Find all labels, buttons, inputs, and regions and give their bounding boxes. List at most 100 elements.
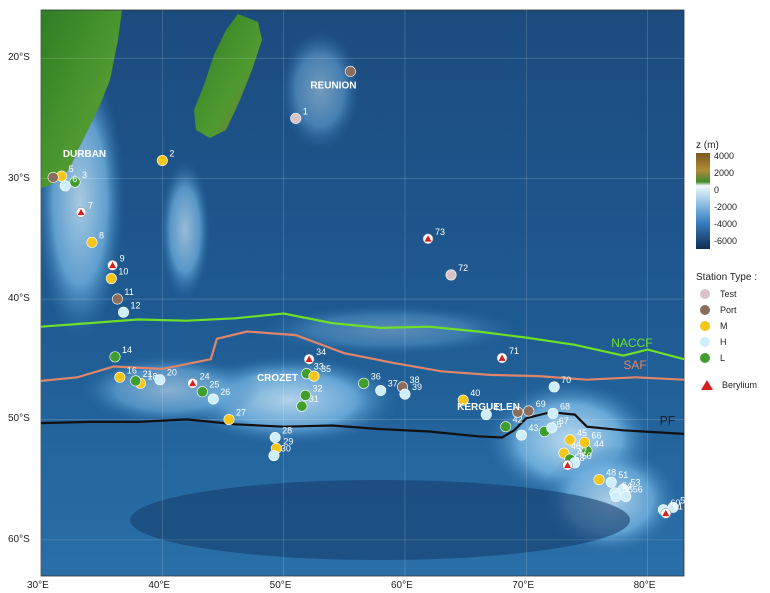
naccf-label: NACCF <box>611 336 652 350</box>
station-69[interactable]: 69 <box>523 399 546 417</box>
station-68[interactable]: 68 <box>547 401 570 419</box>
station-35[interactable]: 35 <box>308 364 331 382</box>
station-marker <box>308 370 320 382</box>
depth-tick-label: 4000 <box>714 151 735 161</box>
longitude-tick: 40°E <box>148 580 171 591</box>
station-2[interactable]: 2 <box>156 149 174 167</box>
station-32[interactable]: 32 <box>299 383 322 401</box>
station-61[interactable]: 61 <box>660 501 683 519</box>
station-6[interactable]: 6 <box>59 174 77 192</box>
station-12[interactable]: 12 <box>117 300 141 318</box>
station-9[interactable]: 9 <box>107 253 125 271</box>
station-45[interactable]: 45 <box>564 428 587 446</box>
station-marker <box>299 389 311 401</box>
station-reunion[interactable] <box>344 65 356 77</box>
station-label: 24 <box>200 371 210 381</box>
station-8[interactable]: 8 <box>86 230 104 248</box>
station-marker <box>86 236 98 248</box>
station-41[interactable]: 41 <box>480 403 503 421</box>
station-73[interactable]: 73 <box>422 227 445 245</box>
station-36[interactable]: 36 <box>358 371 381 389</box>
station-39[interactable]: 39 <box>399 382 422 400</box>
station-34[interactable]: 34 <box>303 347 326 365</box>
station-marker <box>500 421 512 433</box>
station-16[interactable]: 16 <box>114 365 137 383</box>
station-70[interactable]: 70 <box>548 375 571 393</box>
beryllium-marker <box>424 235 432 242</box>
station-40[interactable]: 40 <box>457 388 480 406</box>
station-26[interactable]: 26 <box>207 387 230 405</box>
station-27[interactable]: 27 <box>223 407 246 425</box>
station-28[interactable]: 28 <box>269 426 292 444</box>
station-label: 35 <box>321 364 331 374</box>
station-48[interactable]: 48 <box>593 468 616 486</box>
station-71[interactable]: 71 <box>496 346 519 364</box>
station-37[interactable]: 37 <box>375 379 398 397</box>
station-11[interactable]: 11 <box>111 287 134 305</box>
station-marker <box>548 381 560 393</box>
beryllium-marker <box>498 354 506 361</box>
station-label: 20 <box>167 368 177 378</box>
station-label: 14 <box>122 345 132 355</box>
station-label: 46 <box>571 441 581 451</box>
madagascar-plateau <box>160 160 210 300</box>
station-marker <box>399 388 411 400</box>
station-20[interactable]: 20 <box>154 368 177 386</box>
station-label: 68 <box>560 401 570 411</box>
station-25[interactable]: 25 <box>196 380 219 398</box>
station-type-label: Port <box>720 305 737 315</box>
station-66[interactable]: 66 <box>579 430 602 448</box>
station-label: 69 <box>536 399 546 409</box>
station-42[interactable]: 42 <box>500 415 523 433</box>
station-marker <box>269 432 281 444</box>
station-7[interactable]: 7 <box>75 200 93 218</box>
station-label: 42 <box>513 415 523 425</box>
station-14[interactable]: 14 <box>109 345 132 363</box>
beryllium-marker <box>77 208 85 216</box>
beryllium-label: Berylium <box>722 380 758 390</box>
station-67[interactable]: 67 <box>546 416 569 434</box>
beryllium-marker <box>564 461 572 469</box>
station-marker <box>117 306 129 318</box>
station-type-label: M <box>720 321 728 331</box>
station-marker <box>290 112 302 124</box>
station-24[interactable]: 24 <box>187 371 210 389</box>
station-56[interactable]: 56 <box>620 485 643 503</box>
station-label: 32 <box>312 383 322 393</box>
station-58[interactable]: 58 <box>562 453 585 471</box>
station-marker <box>105 273 117 285</box>
station-43[interactable]: 43 <box>515 423 538 441</box>
station-marker <box>515 429 527 441</box>
station-marker <box>523 405 535 417</box>
station-30[interactable]: 30 <box>268 444 291 462</box>
station-44[interactable]: 44 <box>581 439 604 457</box>
station-legend-item: M <box>700 321 757 331</box>
station-label: 27 <box>236 407 246 417</box>
station-label: 66 <box>592 430 602 440</box>
place-kerguelen: KERGUELEN <box>457 402 520 413</box>
station-marker <box>512 406 524 418</box>
station-10[interactable]: 10 <box>105 267 128 285</box>
station-durban[interactable] <box>47 171 59 183</box>
station-1[interactable]: 1 <box>290 106 308 124</box>
station-21[interactable]: 21 <box>130 369 153 387</box>
station-label: 33 <box>314 362 324 372</box>
station-51[interactable]: 51 <box>605 470 628 488</box>
station-72[interactable]: 72 <box>445 263 468 281</box>
station-kerguelen-port[interactable] <box>512 406 524 418</box>
station-label: 59 <box>680 495 690 505</box>
station-3[interactable]: 3 <box>69 170 87 188</box>
map-frame <box>40 9 685 577</box>
southern-basin <box>130 480 630 560</box>
station-label: 70 <box>561 375 571 385</box>
longitude-tick: 80°E <box>633 580 656 591</box>
station-type-label: Test <box>720 289 737 299</box>
station-label: 30 <box>281 444 291 454</box>
station-label: 47 <box>577 447 587 457</box>
longitude-tick: 60°E <box>390 580 413 591</box>
station-31[interactable]: 31 <box>296 394 319 412</box>
station-59[interactable]: 59 <box>667 495 690 513</box>
station-label: 38 <box>410 375 420 385</box>
